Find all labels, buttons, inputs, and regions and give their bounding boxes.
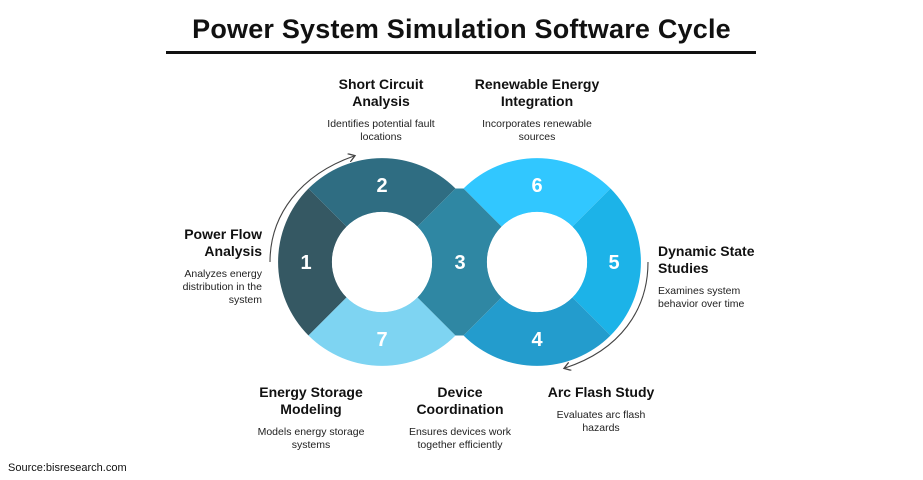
dynamic-state-desc: Examines system behavior over time [658,285,745,310]
segment-5-number: 5 [608,252,619,274]
segment-6 [463,158,611,227]
label-short-circuit: Short Circuit Analysis Identifies potent… [296,76,466,144]
segment-5 [572,188,641,336]
renewable-desc: Incorporates renewable sources [482,118,592,143]
segment-2 [308,158,456,227]
source-credit: Source:bisresearch.com [8,462,127,474]
segment-1-number: 1 [300,252,311,274]
short-circuit-desc: Identifies potential fault locations [327,118,435,143]
arrow-right-icon [565,261,649,368]
renewable-title: Renewable Energy Integration [474,76,600,109]
segment-4-number: 4 [531,329,543,351]
energy-storage-desc: Models energy storage systems [257,426,365,451]
arrow-left-icon [269,156,354,263]
segment-4 [463,297,611,366]
segment-3 [417,188,502,336]
segment-2-number: 2 [376,175,387,197]
energy-storage-title: Energy Storage Modeling [259,384,363,417]
power-flow-title: Power Flow Analysis [184,226,262,259]
dynamic-state-title: Dynamic State Studies [658,243,755,276]
segment-6-number: 6 [531,175,542,197]
label-arc-flash: Arc Flash Study Evaluates arc flash haza… [526,384,676,435]
arc-flash-title: Arc Flash Study [547,384,655,400]
right-ring-hole [487,212,587,312]
segment-7 [308,297,456,366]
device-coordination-desc: Ensures devices work together efficientl… [408,426,512,451]
left-ring-hole [332,212,432,312]
short-circuit-title: Short Circuit Analysis [338,76,424,109]
label-power-flow: Power Flow Analysis Analyzes energy dist… [140,226,262,307]
label-energy-storage: Energy Storage Modeling Models energy st… [236,384,386,452]
segment-1 [278,188,347,336]
label-dynamic-state: Dynamic State Studies Examines system be… [658,243,788,311]
arc-flash-desc: Evaluates arc flash hazards [556,409,646,434]
segment-7-number: 7 [376,329,387,351]
device-coordination-title: Device Coordination [416,384,504,417]
power-flow-desc: Analyzes energy distribution in the syst… [182,268,262,306]
label-renewable-energy: Renewable Energy Integration Incorporate… [452,76,622,144]
label-device-coordination: Device Coordination Ensures devices work… [385,384,535,452]
segment-3-number: 3 [454,252,465,274]
title-underline [166,51,756,54]
page-title: Power System Simulation Software Cycle [192,14,731,44]
